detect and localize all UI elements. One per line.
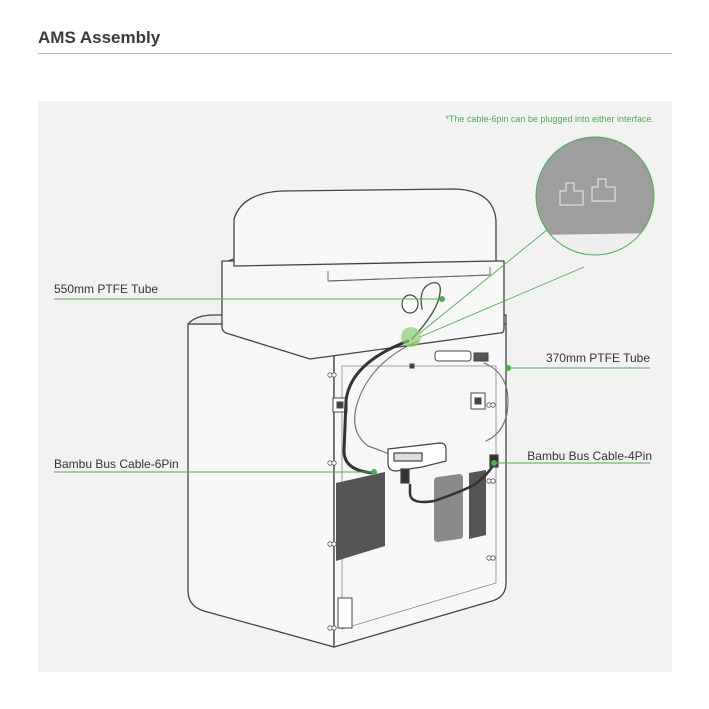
cables xyxy=(342,282,509,504)
vent-left xyxy=(336,472,385,561)
vent-grilles xyxy=(336,470,486,561)
ptfe-370-tube xyxy=(354,340,509,456)
ptfe-550-tube xyxy=(411,282,442,340)
vent-right xyxy=(469,470,486,539)
bus-cable-6pin xyxy=(342,339,410,475)
callout-bus-cable-6pin: Bambu Bus Cable-6Pin xyxy=(54,457,179,471)
panel-screws xyxy=(327,372,496,631)
printer-left-face xyxy=(187,323,335,648)
ams-unit xyxy=(221,188,505,360)
ams-base xyxy=(221,260,505,360)
assembly-illustration xyxy=(54,136,655,648)
top-connectors xyxy=(409,350,489,369)
callout-ptfe-370: 370mm PTFE Tube xyxy=(545,351,650,365)
diagram-panel: *The cable-6pin can be plugged into eith… xyxy=(38,101,672,672)
callout-ptfe-550: 550mm PTFE Tube xyxy=(54,282,159,296)
page-title: AMS Assembly xyxy=(38,28,161,47)
printer-right-face xyxy=(333,323,507,648)
interface-ports xyxy=(559,178,616,206)
printer-body xyxy=(187,314,507,648)
connection-highlight xyxy=(401,327,421,347)
callout-bus-cable-4pin: Bambu Bus Cable-4Pin xyxy=(527,449,652,463)
side-ports xyxy=(332,392,486,629)
callout-dots xyxy=(371,296,511,475)
title-divider xyxy=(38,53,672,54)
ams-lid xyxy=(233,188,497,267)
vent-middle xyxy=(434,474,463,542)
bus-cable-4pin xyxy=(408,461,496,504)
callout-lines xyxy=(54,298,650,473)
interface-zoom xyxy=(419,136,655,338)
interface-note: *The cable-6pin can be plugged into eith… xyxy=(445,114,654,124)
